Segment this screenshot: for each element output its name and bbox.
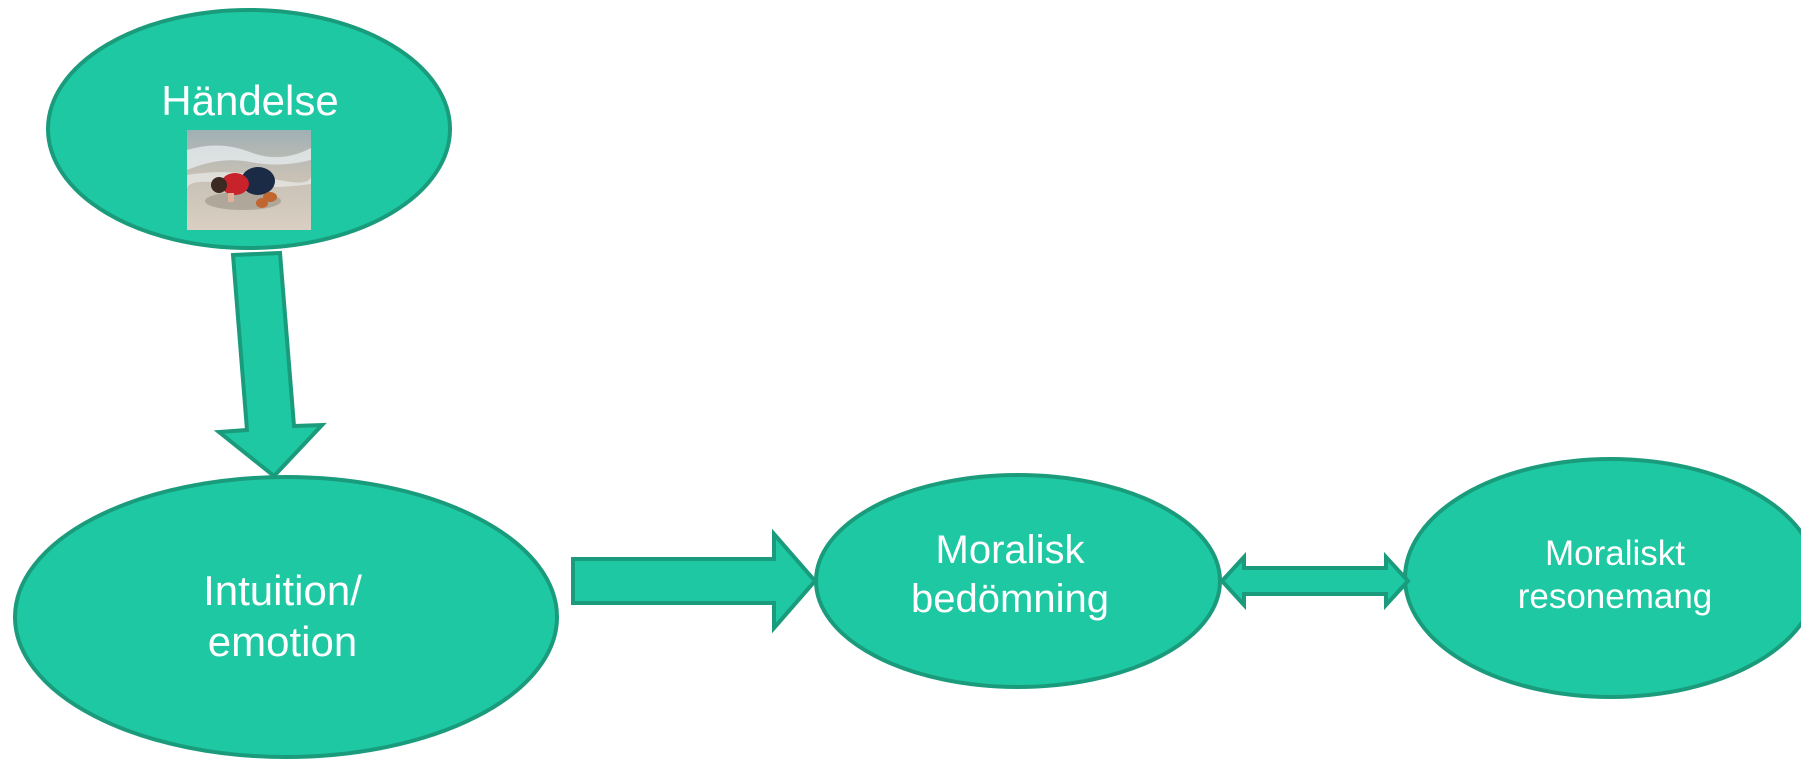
arrow-intuition-to-judgment <box>571 528 818 634</box>
event-node <box>46 8 452 250</box>
event-photo <box>187 130 311 230</box>
reasoning-label: Moraliskt resonemang <box>1517 534 1713 616</box>
arrow-judgment-reasoning <box>1219 551 1411 611</box>
judgment-label: Moralisk bedömning <box>911 528 1109 621</box>
intuition-label: Intuition/ emotion <box>203 567 362 666</box>
event-label: Händelse <box>161 77 339 124</box>
intuition-node <box>13 475 559 759</box>
arrow-event-to-intuition <box>213 250 327 479</box>
